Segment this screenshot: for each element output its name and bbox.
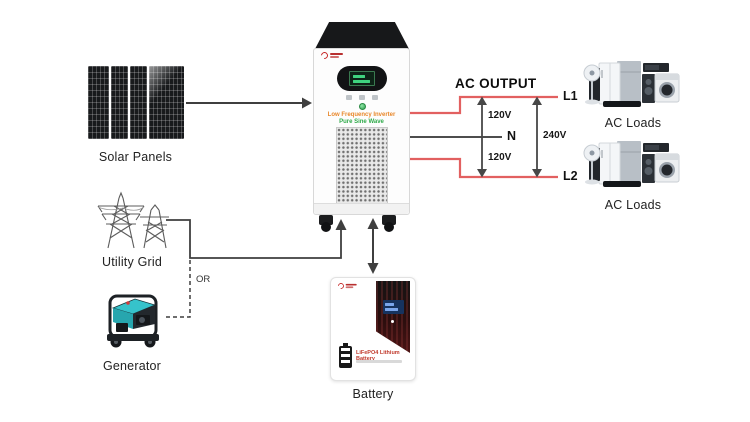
- utility-grid-label: Utility Grid: [101, 255, 163, 269]
- lithium-battery-symbol-icon: [339, 343, 352, 368]
- brand-logo-icon: [319, 50, 343, 61]
- brand-logo-icon: [336, 281, 357, 291]
- voltage-240v-label: 240V: [543, 130, 567, 141]
- inverter-lcd-screen: [349, 71, 375, 86]
- l1-label: L1: [563, 89, 578, 103]
- n-label: N: [507, 129, 517, 143]
- arrow-120v: [477, 96, 487, 178]
- solar-panel-icon: [88, 66, 184, 139]
- inverter-body: Low Frequency Inverter Pure Sine Wave: [313, 48, 410, 215]
- battery-icon: LiFePO4 Lithium Battery: [330, 277, 416, 381]
- battery-side-panel: [376, 281, 410, 353]
- inverter-tagline-1: Low Frequency Inverter: [327, 112, 396, 118]
- battery-product-text: LiFePO4 Lithium Battery: [356, 350, 400, 362]
- battery-label: Battery: [352, 387, 394, 401]
- inverter-display: [337, 66, 387, 91]
- battery-subtext-line: [356, 360, 402, 363]
- appliances-icon: [583, 58, 683, 108]
- generator-icon: [107, 294, 159, 348]
- generator-label: Generator: [102, 359, 162, 373]
- ac-loads-top-label: AC Loads: [604, 116, 662, 130]
- inverter-base: [314, 203, 409, 214]
- inverter-caster-left: [319, 215, 333, 232]
- inverter-tagline-2: Pure Sine Wave: [339, 119, 384, 125]
- battery-lcd-screen: [383, 300, 404, 314]
- ac-output-title: AC OUTPUT: [455, 76, 537, 91]
- battery-panel-button: [391, 320, 394, 323]
- solar-to-inverter-arrow: [186, 97, 312, 109]
- voltage-120v-top-label: 120V: [488, 110, 512, 121]
- inverter-caster-right: [382, 215, 396, 232]
- voltage-120v-bottom-label: 120V: [488, 152, 512, 163]
- inverter-top-cap: [315, 22, 409, 49]
- solar-panels-label: Solar Panels: [98, 150, 173, 164]
- or-label: OR: [196, 274, 211, 285]
- inverter-icon: Low Frequency Inverter Pure Sine Wave: [312, 22, 412, 233]
- arrow-240v: [532, 96, 542, 178]
- inverter-power-led: [359, 103, 366, 110]
- l1-wire: [409, 95, 558, 115]
- l2-wire: [409, 157, 558, 179]
- utility-grid-icon: [97, 191, 169, 249]
- inverter-vent-grille: [336, 127, 388, 205]
- ac-loads-bottom-label: AC Loads: [604, 198, 662, 212]
- appliances-icon: [583, 138, 683, 188]
- inverter-buttons: [314, 95, 409, 100]
- l2-label: L2: [563, 169, 578, 183]
